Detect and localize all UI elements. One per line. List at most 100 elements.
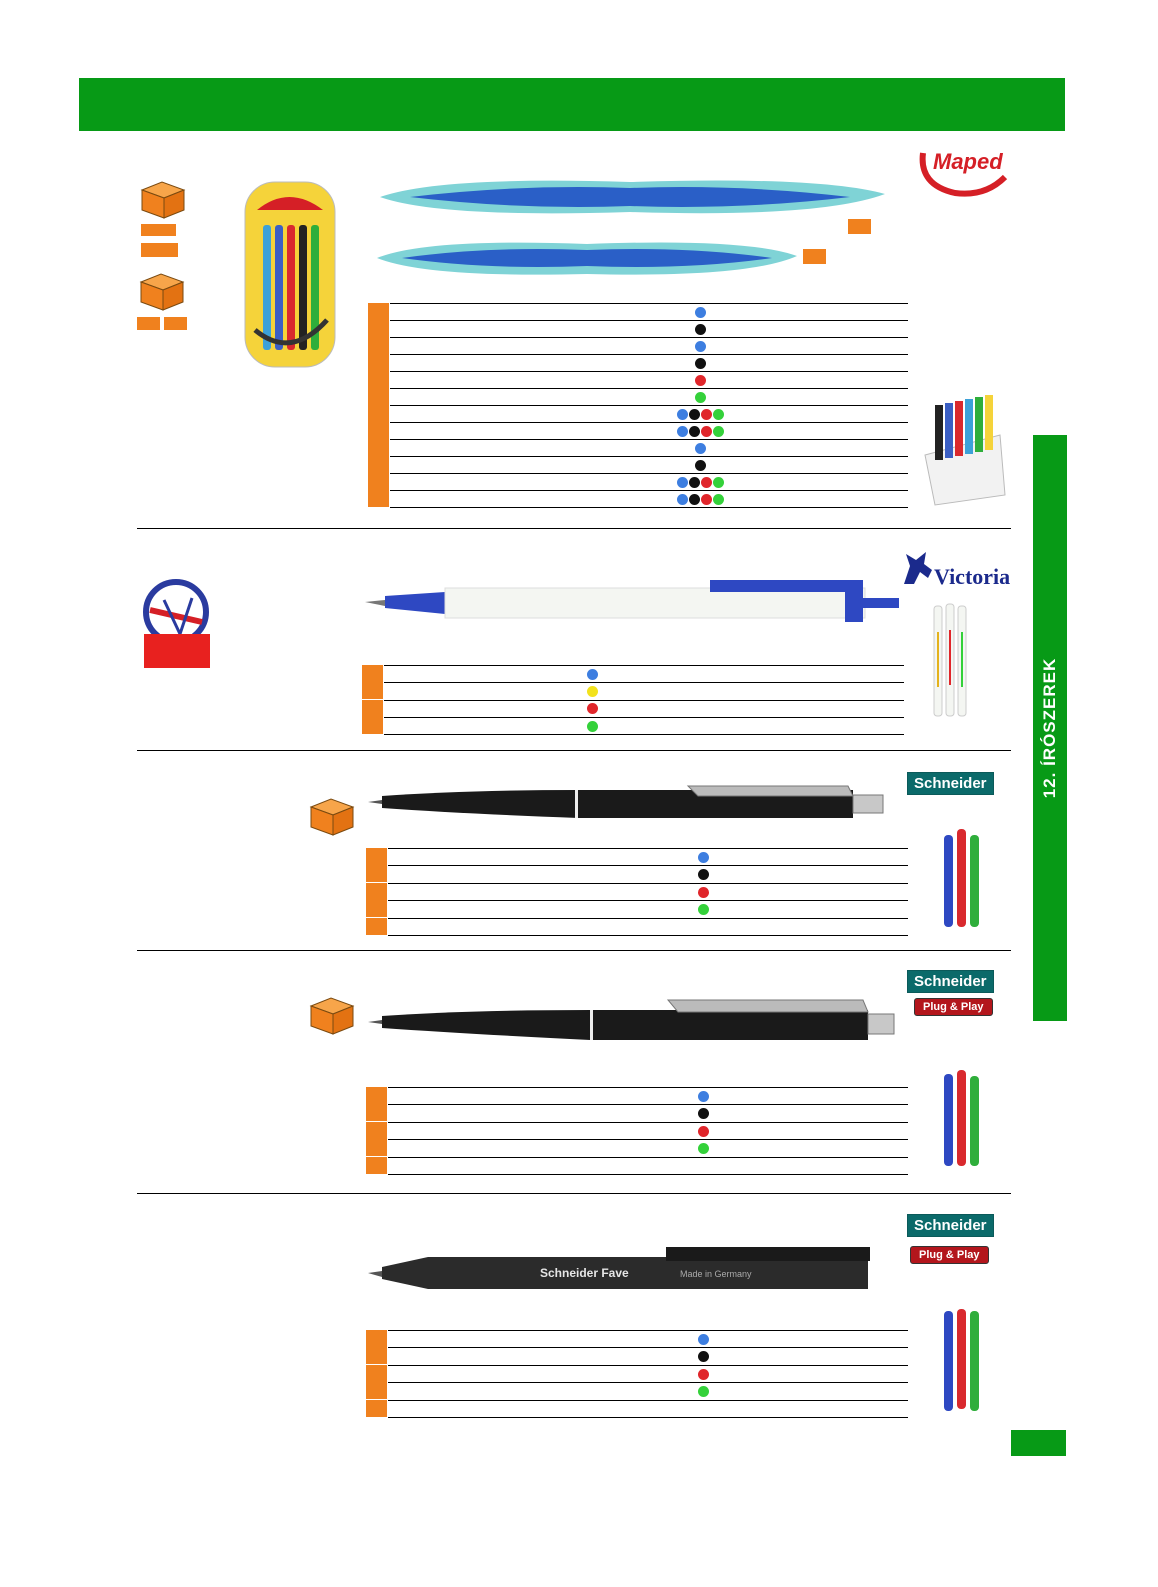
- row-rule: [390, 490, 908, 491]
- row-rule: [384, 665, 904, 666]
- ink-color-red: [698, 1368, 709, 1380]
- pen-image: [380, 172, 890, 227]
- ink-color-red: [701, 408, 712, 420]
- section-divider: [137, 1193, 1011, 1194]
- row-rule: [388, 865, 908, 867]
- ink-color-green: [713, 425, 724, 437]
- row-code-marker: [366, 1156, 387, 1174]
- pen-set-image: [940, 1068, 982, 1175]
- row-rule: [390, 456, 908, 457]
- row-code-marker: [368, 473, 389, 490]
- row-rule: [388, 900, 908, 902]
- maped-logo-text: Maped: [933, 149, 1003, 174]
- row-rule: [390, 439, 908, 440]
- section-divider: [137, 528, 1011, 529]
- ink-color-black: [689, 425, 700, 437]
- ink-color-red: [698, 1125, 709, 1137]
- row-rule: [384, 716, 904, 718]
- plug-and-play-badge: Plug & Play: [914, 998, 993, 1016]
- row-code-marker: [368, 320, 389, 337]
- schneider-logo: Schneider: [907, 772, 994, 795]
- pen-set-image: [930, 602, 970, 725]
- row-code-marker: [368, 371, 389, 388]
- victoria-logo: Victoria: [900, 548, 1010, 593]
- row-rule: [384, 699, 904, 701]
- pen-image: Schneider Fave Made in Germany: [368, 1245, 878, 1296]
- page-number-tab: [1011, 1430, 1066, 1456]
- pen-image: [368, 780, 888, 830]
- row-code-marker: [368, 490, 389, 507]
- pen-set-image: [940, 825, 982, 936]
- row-code-marker: [366, 865, 387, 883]
- box-icon: [137, 270, 187, 317]
- pen-image: [368, 998, 898, 1051]
- ink-color-black: [698, 869, 709, 881]
- ink-color-blue: [698, 851, 709, 863]
- blister-pack-image: [243, 180, 338, 375]
- packaging-badge: [803, 249, 826, 264]
- packaging-badge: [137, 317, 160, 330]
- row-code-marker: [366, 882, 387, 900]
- ink-color-blue: [698, 1090, 709, 1102]
- row-code-marker: [366, 1104, 387, 1122]
- row-code-marker: [366, 1382, 387, 1400]
- chapter-tab-label: 12. ÍRÓSZEREK: [1040, 657, 1059, 799]
- row-code-marker: [362, 665, 383, 682]
- ink-color-green: [695, 391, 706, 403]
- victoria-logo-text: Victoria: [934, 564, 1011, 589]
- ink-color-black: [695, 357, 706, 369]
- schneider-logo: Schneider: [907, 970, 994, 993]
- ink-color-black: [689, 408, 700, 420]
- row-rule: [388, 1399, 908, 1401]
- row-code-marker: [362, 682, 383, 700]
- plug-and-play-badge: Plug & Play: [910, 1246, 989, 1264]
- ink-color-green: [698, 903, 709, 915]
- ink-color-blue: [587, 668, 598, 680]
- ink-color-green: [587, 720, 598, 732]
- ink-color-red: [695, 374, 706, 386]
- row-rule: [390, 405, 908, 406]
- ink-color-black: [695, 459, 706, 471]
- row-code-marker: [366, 1139, 387, 1157]
- pen-image: [377, 234, 802, 287]
- pen-brand-print: Schneider Fave: [540, 1266, 629, 1280]
- ink-color-blue: [677, 476, 688, 488]
- row-code-marker: [368, 456, 389, 473]
- row-rule: [384, 682, 904, 684]
- row-rule: [388, 882, 908, 884]
- row-code-marker: [366, 917, 387, 935]
- row-rule: [388, 917, 908, 919]
- packaging-badge: [141, 224, 176, 236]
- ink-color-green: [713, 476, 724, 488]
- ink-color-red: [587, 703, 598, 715]
- row-code-marker: [366, 1347, 387, 1365]
- row-rule: [388, 1330, 908, 1331]
- ink-color-black: [689, 493, 700, 505]
- row-code-marker: [368, 388, 389, 405]
- ink-color-green: [698, 1142, 709, 1154]
- pen-image: [365, 580, 905, 633]
- row-rule: [388, 1139, 908, 1141]
- ink-color-red: [701, 493, 712, 505]
- ink-color-yellow: [587, 685, 598, 697]
- row-rule: [390, 473, 908, 474]
- row-rule: [390, 337, 908, 338]
- section-divider: [137, 750, 1011, 751]
- row-rule: [390, 507, 908, 508]
- row-code-marker: [366, 848, 387, 865]
- row-code-marker: [366, 1121, 387, 1139]
- pen-set-image: [940, 1305, 982, 1420]
- section-divider: [137, 950, 1011, 951]
- row-rule: [388, 1347, 908, 1349]
- box-icon: [307, 994, 357, 1041]
- ink-color-green: [713, 408, 724, 420]
- pen-origin-print: Made in Germany: [680, 1269, 752, 1279]
- bundle-package-image: [140, 570, 212, 675]
- row-code-marker: [366, 1364, 387, 1382]
- ink-color-blue: [695, 442, 706, 454]
- row-rule: [388, 1121, 908, 1123]
- packaging-badge: [141, 243, 178, 257]
- row-code-marker: [368, 354, 389, 371]
- row-rule: [390, 422, 908, 423]
- ink-color-red: [701, 476, 712, 488]
